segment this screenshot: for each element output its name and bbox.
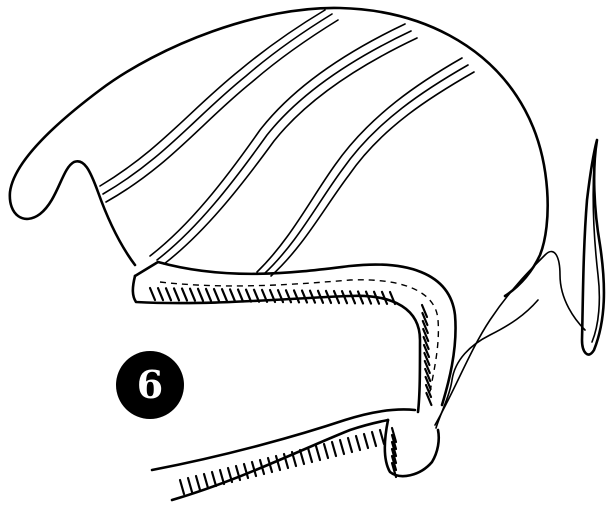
step-number: 6 xyxy=(137,362,163,407)
hatch-mark xyxy=(212,287,221,303)
hatch-mark xyxy=(380,290,389,305)
hatch-mark xyxy=(422,343,431,359)
hatch-mark xyxy=(308,289,317,304)
hatch-mark xyxy=(156,287,165,302)
hatch-mark xyxy=(390,433,398,451)
fabric-stripe-3 xyxy=(256,57,475,277)
hatch-mark xyxy=(338,438,346,456)
hatch-mark xyxy=(378,428,386,446)
hatch-mark xyxy=(226,466,234,484)
hatch-mark xyxy=(423,359,431,375)
hatch-mark xyxy=(390,461,398,479)
hatch-mark xyxy=(306,446,314,464)
hatch-mark xyxy=(252,288,261,303)
hatch-mark xyxy=(421,319,429,335)
hatch-mark xyxy=(188,287,197,302)
hatch-mark xyxy=(324,289,333,305)
hatch-mark xyxy=(180,287,189,302)
hatch-mark xyxy=(298,448,306,466)
hatch-mark xyxy=(300,289,309,304)
hatch-mark xyxy=(186,476,194,494)
hatch-mark xyxy=(260,288,269,303)
hatch-mark xyxy=(424,375,432,391)
fabric-outline xyxy=(8,6,549,298)
hatch-mark xyxy=(290,450,298,468)
hatch-mark xyxy=(276,289,285,304)
hatch-mark xyxy=(420,303,429,319)
hatch-mark xyxy=(234,464,242,482)
hatch-mark xyxy=(316,289,325,304)
thread-loop xyxy=(435,299,539,429)
hatch-mark xyxy=(423,351,431,367)
hatch-mark xyxy=(390,447,398,465)
fabric-stripe-2 xyxy=(149,23,418,265)
hatch-mark xyxy=(274,454,282,472)
hatch-mark xyxy=(164,287,173,302)
hatch-mark xyxy=(250,460,258,478)
hatch-mark xyxy=(210,470,218,488)
hatch-mark xyxy=(362,432,370,450)
hatch-mark xyxy=(346,436,354,454)
hatch-mark xyxy=(388,290,397,306)
hatch-mark xyxy=(390,454,398,472)
hatch-mark xyxy=(372,290,381,305)
hatch-mark xyxy=(322,442,330,460)
hatch-mark xyxy=(194,474,202,492)
hatch-mark xyxy=(390,426,398,444)
hatch-mark xyxy=(172,287,181,302)
hatch-mark xyxy=(258,458,266,476)
hatch-mark xyxy=(292,289,301,304)
hatch-mark xyxy=(196,287,205,302)
binding-strip xyxy=(131,260,457,414)
hatch-mark xyxy=(266,456,274,474)
hatch-mark xyxy=(421,311,429,327)
hatch-mark xyxy=(202,472,210,490)
hatch-mark xyxy=(354,434,362,452)
hatch-mark xyxy=(330,440,338,458)
hatch-mark xyxy=(424,367,432,383)
hatch-mark xyxy=(348,290,357,305)
hatch-mark xyxy=(422,327,430,343)
hatch-mark xyxy=(356,290,365,305)
needle-icon xyxy=(580,138,606,356)
fabric-stripe-1 xyxy=(99,9,339,203)
hatch-mark xyxy=(178,478,186,496)
hatch-mark xyxy=(220,288,229,303)
hatch-mark xyxy=(284,289,293,304)
hatch-mark xyxy=(370,430,378,448)
hatch-mark xyxy=(424,383,433,399)
hatch-mark xyxy=(218,468,226,486)
hatch-mark xyxy=(204,287,213,303)
lower-fabric-piece xyxy=(150,408,441,502)
hatch-mark xyxy=(390,440,398,458)
hatch-mark xyxy=(332,289,341,305)
hatch-mark xyxy=(236,288,245,303)
hatch-mark xyxy=(228,288,237,303)
hatch-mark xyxy=(422,335,430,351)
thread xyxy=(434,250,586,426)
hatch-mark xyxy=(282,452,290,470)
hatch-mark xyxy=(148,286,157,302)
hatch-mark xyxy=(340,290,349,305)
hatch-mark xyxy=(425,391,433,407)
hatch-mark xyxy=(268,288,277,304)
hatch-mark xyxy=(364,290,373,305)
hatch-mark xyxy=(242,462,250,480)
hatch-mark xyxy=(244,288,253,303)
step-number-badge: 6 xyxy=(116,351,184,419)
hatch-mark xyxy=(314,444,322,462)
